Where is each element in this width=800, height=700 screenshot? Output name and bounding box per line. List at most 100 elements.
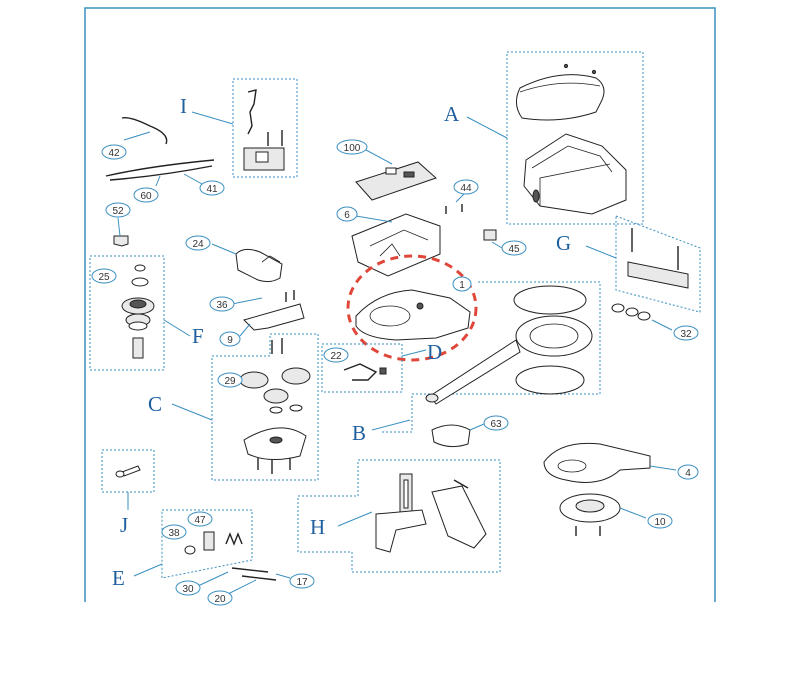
- group-c-leader: [171, 403, 213, 421]
- encoder-plate-4-part: [543, 442, 677, 483]
- lever-22-part: [343, 363, 387, 381]
- group-e: E: [112, 509, 253, 590]
- callout-44: 44: [453, 179, 479, 195]
- callout-47: 47: [187, 511, 213, 527]
- svg-text:32: 32: [680, 329, 692, 340]
- svg-text:41: 41: [206, 184, 218, 195]
- svg-text:38: 38: [168, 528, 180, 539]
- svg-text:47: 47: [194, 515, 206, 526]
- callout-41: 41: [199, 180, 225, 196]
- group-j-label: J: [120, 513, 128, 537]
- svg-text:24: 24: [192, 239, 204, 250]
- callout-1: 1: [452, 276, 472, 292]
- group-h-label: H: [310, 515, 325, 539]
- motor-part-24: [211, 243, 283, 283]
- pins-17-20-30-part: [197, 567, 291, 595]
- svg-text:4: 4: [685, 468, 691, 479]
- group-d-label: D: [427, 340, 442, 364]
- cable-41-part: [105, 159, 215, 177]
- group-b-label: B: [352, 421, 366, 445]
- gear-train-c-part: [239, 338, 311, 474]
- callout-100: 100: [336, 139, 368, 155]
- key-j-part: [115, 465, 141, 478]
- spring-e-part: [184, 531, 243, 555]
- cable-parts: [105, 116, 215, 247]
- svg-text:9: 9: [227, 335, 233, 346]
- group-c-label: C: [148, 392, 162, 416]
- group-f-label: F: [192, 324, 204, 348]
- svg-text:44: 44: [460, 183, 472, 194]
- group-f: F: [89, 255, 204, 371]
- group-e-label: E: [112, 566, 125, 590]
- bracket-g-part: [627, 228, 689, 289]
- svg-text:60: 60: [140, 191, 152, 202]
- disc-10-part: [559, 493, 647, 536]
- gearbox-tray-1-part: [355, 289, 471, 341]
- svg-text:45: 45: [508, 244, 520, 255]
- callout-9: 9: [219, 331, 241, 347]
- callout-6: 6: [336, 206, 358, 222]
- cable-42-part: [121, 116, 168, 145]
- callout-17: 17: [289, 573, 315, 589]
- clip-52-part: [113, 235, 129, 247]
- base-housing-part: [523, 133, 627, 215]
- screw-44-part: [445, 193, 465, 214]
- group-g: G: [556, 215, 701, 313]
- group-e-box: [161, 509, 253, 579]
- svg-text:17: 17: [296, 577, 308, 588]
- callout-10: 10: [647, 513, 673, 529]
- group-i-label: I: [180, 94, 187, 118]
- control-board-100-part: [355, 149, 437, 201]
- callout-30: 30: [175, 580, 201, 596]
- group-i: I: [180, 78, 298, 178]
- callout-38: 38: [161, 524, 187, 540]
- group-a: A: [444, 51, 644, 225]
- group-i-box: [232, 78, 298, 178]
- svg-text:22: 22: [330, 351, 342, 362]
- svg-text:20: 20: [214, 594, 226, 605]
- svg-text:6: 6: [344, 210, 350, 221]
- group-b: B: [352, 281, 601, 445]
- callout-24: 24: [185, 235, 211, 251]
- group-b-box: [380, 281, 601, 433]
- svg-text:42: 42: [108, 148, 120, 159]
- group-h-box: [297, 459, 501, 573]
- callout-36: 36: [209, 296, 235, 312]
- callout-42: 42: [101, 144, 127, 160]
- svg-text:10: 10: [654, 517, 666, 528]
- group-a-leader: [466, 116, 508, 139]
- callout-63: 63: [483, 415, 509, 431]
- top-cover-part: [516, 63, 605, 121]
- ring-arm-part: [425, 285, 593, 405]
- svg-text:100: 100: [344, 143, 361, 154]
- group-g-leader: [585, 245, 617, 259]
- svg-text:36: 36: [216, 300, 228, 311]
- group-a-label: A: [444, 102, 460, 126]
- gear-stack-f-part: [121, 264, 155, 359]
- callout-20: 20: [207, 590, 233, 606]
- group-e-leader: [133, 563, 163, 577]
- group-h: H: [297, 459, 501, 573]
- group-c: C: [148, 333, 319, 481]
- diagram-frame: [84, 7, 716, 602]
- cam-63-part: [431, 423, 485, 448]
- group-f-box: [89, 255, 165, 371]
- group-b-leader: [371, 419, 411, 431]
- bracket-45-part: [483, 229, 503, 249]
- bracket-h-part: [375, 473, 487, 553]
- svg-text:30: 30: [182, 584, 194, 595]
- svg-text:25: 25: [98, 272, 110, 283]
- group-d-box: [321, 343, 403, 393]
- cable-60-part: [109, 165, 213, 181]
- svg-text:1: 1: [459, 280, 465, 291]
- group-c-box: [211, 333, 319, 481]
- callout-52: 52: [105, 202, 131, 218]
- callout-22: 22: [323, 347, 349, 363]
- callout-29: 29: [217, 372, 243, 388]
- svg-text:52: 52: [112, 206, 124, 217]
- group-f-leader: [163, 319, 191, 337]
- cover-plate-9-part: [239, 303, 305, 337]
- housing-6-part: [351, 213, 441, 277]
- group-d: D: [321, 340, 442, 393]
